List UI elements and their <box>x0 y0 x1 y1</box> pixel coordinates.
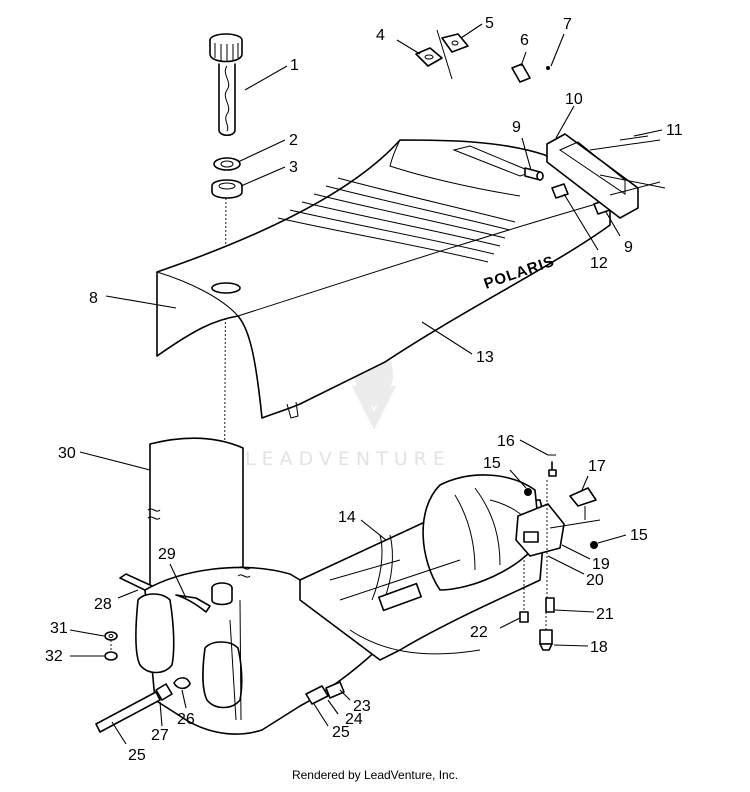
callout-19-label: 19 <box>592 556 610 573</box>
fuel-line-hardware <box>95 631 345 733</box>
callout-32: 32 <box>45 648 104 665</box>
fuel-cap-assembly <box>209 33 243 586</box>
callout-9-upper: 9 <box>512 119 532 171</box>
callout-5: 5 <box>460 15 494 39</box>
callout-10: 10 <box>555 91 583 139</box>
callout-29: 29 <box>158 546 187 599</box>
callout-29-label: 29 <box>158 546 176 563</box>
callout-25-right-label: 25 <box>332 724 350 741</box>
callout-2: 2 <box>237 132 298 163</box>
callout-25-right: 25 <box>313 703 350 741</box>
callout-23-label: 23 <box>353 698 371 715</box>
callout-26: 26 <box>177 689 195 728</box>
callout-15-upper-label: 15 <box>483 455 501 472</box>
watermark-text: LEADVENTURE <box>245 448 451 470</box>
callout-31: 31 <box>50 620 105 637</box>
callout-15-right-label: 15 <box>630 527 648 544</box>
callout-20: 20 <box>547 555 604 589</box>
callout-17: 17 <box>581 458 606 491</box>
callout-26-label: 26 <box>177 711 195 728</box>
callout-32-label: 32 <box>45 648 63 665</box>
callout-16-label: 16 <box>497 433 515 450</box>
callout-4: 4 <box>376 27 421 55</box>
callout-28: 28 <box>94 589 139 613</box>
callout-23: 23 <box>339 689 371 715</box>
callout-18: 18 <box>553 639 608 656</box>
callout-25-left-label: 25 <box>128 747 146 764</box>
callout-19: 19 <box>561 544 610 573</box>
callout-14: 14 <box>338 509 387 541</box>
callout-24-label: 24 <box>345 711 363 728</box>
callout-11: 11 <box>633 122 683 139</box>
callout-12-label: 12 <box>590 255 608 272</box>
callout-7: 7 <box>550 16 572 67</box>
callout-17-label: 17 <box>588 458 606 475</box>
callout-20-label: 20 <box>586 572 604 589</box>
callout-27-label: 27 <box>151 727 169 744</box>
callout-16: 16 <box>497 433 549 456</box>
callout-13-label: 13 <box>476 349 494 366</box>
callout-8: 8 <box>89 290 177 309</box>
callout-10-label: 10 <box>565 91 583 108</box>
frame-console <box>299 454 601 661</box>
callout-11-label: 11 <box>666 122 683 139</box>
callout-21: 21 <box>554 606 614 623</box>
callout-5-label: 5 <box>485 15 494 32</box>
callout-30-label: 30 <box>58 445 76 462</box>
callout-1-label: 1 <box>290 57 299 74</box>
callout-25-left: 25 <box>111 721 146 764</box>
callout-18-label: 18 <box>590 639 608 656</box>
callout-27: 27 <box>151 701 169 744</box>
callout-6: 6 <box>520 32 529 67</box>
callout-21-label: 21 <box>596 606 614 623</box>
callout-2-label: 2 <box>289 132 298 149</box>
callout-22: 22 <box>470 617 521 641</box>
callout-3-label: 3 <box>289 159 298 176</box>
callout-9-upper-label: 9 <box>512 119 521 136</box>
callout-22-label: 22 <box>470 624 488 641</box>
callout-14-label: 14 <box>338 509 356 526</box>
callout-8-label: 8 <box>89 290 98 307</box>
callout-30: 30 <box>58 445 151 471</box>
callout-1: 1 <box>244 57 299 91</box>
callout-15-right: 15 <box>597 527 648 544</box>
callout-28-label: 28 <box>94 596 112 613</box>
callout-9-lower: 9 <box>605 211 633 256</box>
callout-13: 13 <box>421 321 494 366</box>
callout-31-label: 31 <box>50 620 68 637</box>
callout-12: 12 <box>563 193 608 272</box>
seat: POLARIS <box>156 139 611 419</box>
footer-credit: Rendered by LeadVenture, Inc. <box>291 768 459 782</box>
seat-hardware <box>415 29 666 219</box>
callout-24: 24 <box>327 699 363 728</box>
callout-4-label: 4 <box>376 27 385 44</box>
callout-7-label: 7 <box>563 16 572 33</box>
callout-3: 3 <box>240 159 298 187</box>
callout-15-upper: 15 <box>483 455 527 489</box>
callout-9-lower-label: 9 <box>624 239 633 256</box>
callout-6-label: 6 <box>520 32 529 49</box>
